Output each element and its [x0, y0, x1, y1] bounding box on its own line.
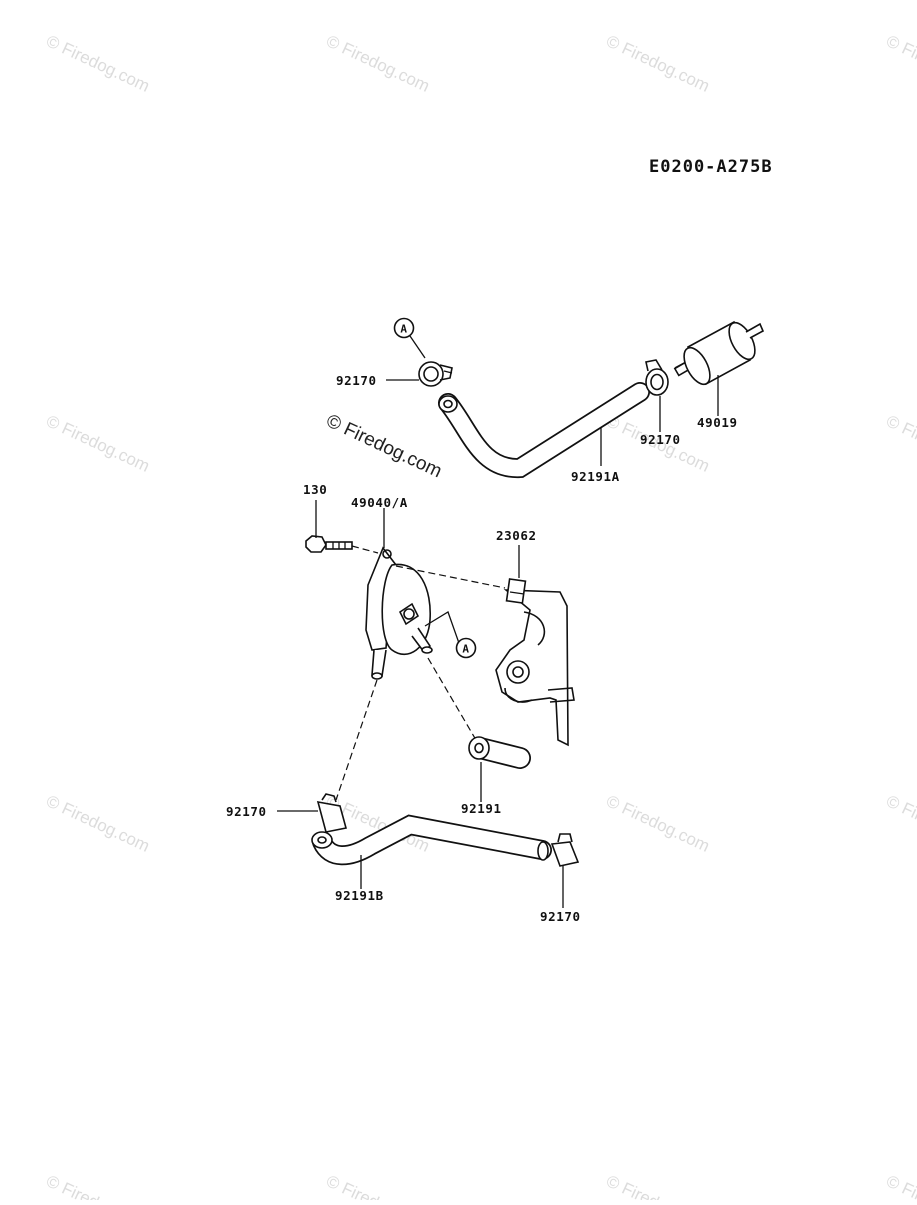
- label-bolt: 130: [303, 482, 327, 497]
- label-hose-short: 92191: [461, 801, 502, 816]
- watermark: © Firedog.com: [603, 791, 712, 855]
- label-fuel-pump: 49040/A: [351, 495, 408, 510]
- clamp-bottom-left: [277, 793, 347, 833]
- diagram-code: E0200-A275B: [649, 157, 773, 177]
- ref-marker-top: A: [393, 317, 426, 359]
- label-hose-top: 92191A: [571, 469, 620, 484]
- label-hose-bottom: 92191B: [335, 888, 384, 903]
- hose-top: [438, 382, 650, 478]
- clamp-top-right: [645, 359, 669, 396]
- mounting-bracket: [495, 545, 575, 747]
- clamp-bottom-right: [550, 833, 580, 908]
- watermark: © Firedog.com: [603, 31, 712, 95]
- label-clamp-bottom-right: 92170: [540, 909, 581, 924]
- ref-marker-letter: A: [462, 643, 469, 656]
- bolt: [305, 500, 353, 553]
- ref-marker-mid: A: [424, 611, 477, 659]
- watermark: © Firedog.com: [43, 411, 152, 475]
- hose-short: [468, 736, 531, 802]
- hose-bottom: [311, 814, 552, 889]
- watermark: © Firedog.com: [883, 791, 917, 855]
- label-bracket-clip: 23062: [496, 528, 537, 543]
- watermark: © Firedog.com: [883, 31, 917, 95]
- label-clamp-top-right: 92170: [640, 432, 681, 447]
- watermark: © Firedog.com: [43, 31, 152, 95]
- ref-marker-letter: A: [400, 323, 407, 336]
- watermark: © Firedog.com: [323, 31, 432, 95]
- watermark: © Firedog.com: [43, 791, 152, 855]
- watermark: © Firedog.com: [883, 1171, 917, 1200]
- fuel-pump: [365, 508, 433, 680]
- clamp-top-left: [418, 361, 453, 387]
- fuel-filter: [673, 320, 765, 386]
- watermark: © Firedog.com: [883, 411, 917, 475]
- center-watermark: © Firedog.com: [323, 410, 445, 482]
- label-fuel-filter: 49019: [697, 415, 738, 430]
- watermark-grid: © Firedog.com © Firedog.com © Firedog.co…: [43, 31, 917, 1205]
- watermark: © Firedog.com: [603, 1171, 712, 1200]
- label-clamp-bottom-left: 92170: [226, 804, 267, 819]
- watermark: © Firedog.com: [43, 1171, 152, 1200]
- watermark: © Firedog.com: [323, 1171, 432, 1200]
- label-clamp-top-left: 92170: [336, 373, 377, 388]
